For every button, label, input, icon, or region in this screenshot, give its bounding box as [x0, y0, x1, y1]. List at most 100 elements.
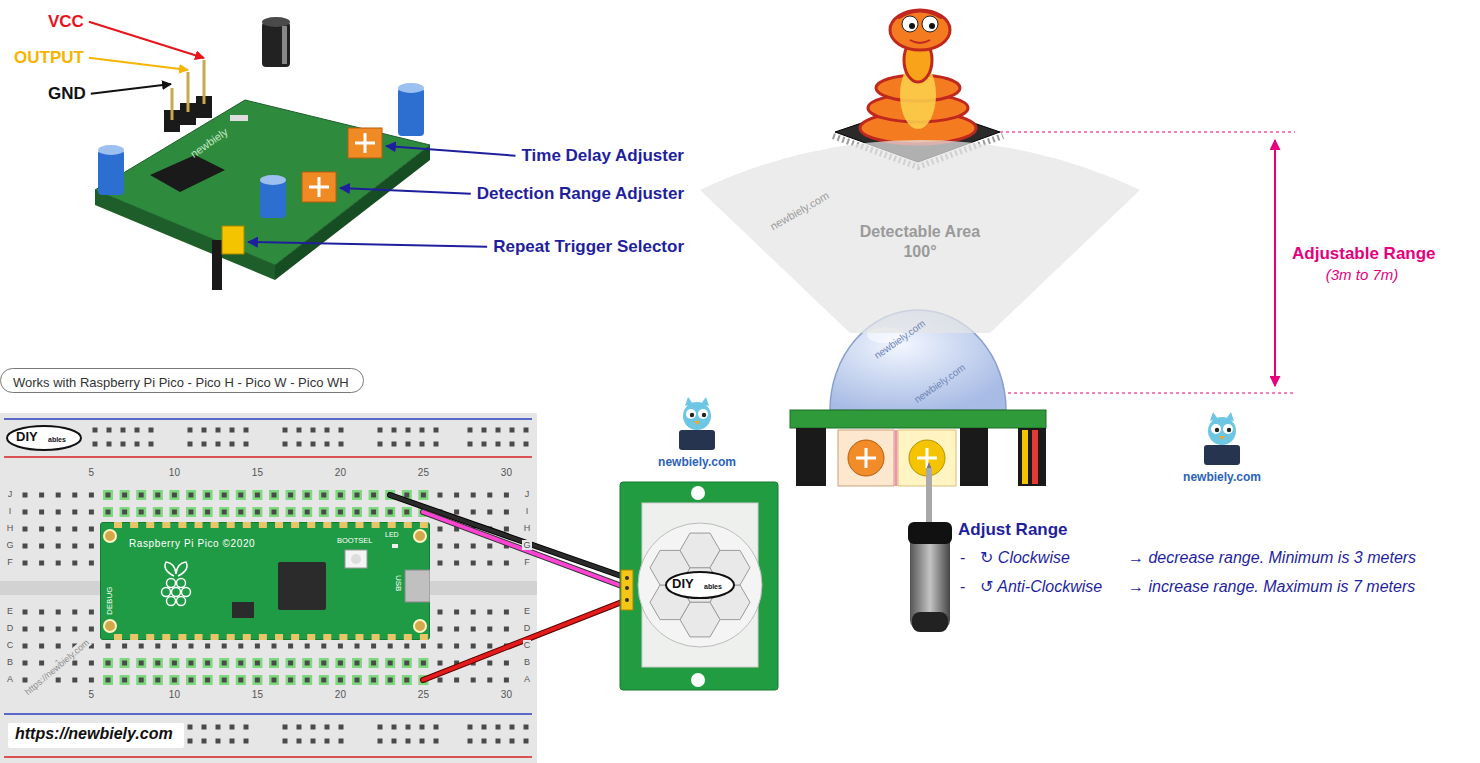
- port-label: USB: [394, 575, 403, 591]
- column-number: 15: [252, 467, 263, 479]
- detection-fan-shape: [700, 140, 1140, 333]
- hole: [297, 428, 302, 433]
- hole-highlight: [302, 507, 312, 517]
- hole-highlight: [402, 658, 412, 668]
- dimension-value: (3m to 7m): [1326, 266, 1399, 283]
- hole-highlight: [352, 658, 362, 668]
- hole: [482, 739, 487, 744]
- hole: [272, 493, 277, 498]
- hole: [355, 661, 360, 666]
- hole: [172, 644, 177, 649]
- hole-highlight: [319, 507, 329, 517]
- hole: [106, 510, 111, 515]
- url-box: https://newbiely.com: [8, 723, 184, 748]
- hole: [216, 739, 221, 744]
- hole-highlight: [136, 658, 146, 668]
- part-label: Time Delay Adjuster: [521, 146, 684, 166]
- hole-highlight: [335, 507, 345, 517]
- hole: [438, 527, 443, 532]
- hole: [406, 442, 411, 447]
- pir-sensor-bottom: [621, 570, 633, 610]
- column-number: 30: [501, 689, 512, 701]
- hole: [283, 428, 288, 433]
- row-letter: D: [523, 623, 532, 633]
- hole: [321, 493, 326, 498]
- hole: [283, 442, 288, 447]
- hole: [39, 661, 44, 666]
- hole: [355, 493, 360, 498]
- micropython-logo: [902, 16, 918, 32]
- pir-module-photo: [212, 240, 222, 290]
- bullet: -: [960, 578, 965, 596]
- hole: [216, 725, 221, 730]
- pir-module-photo: [348, 128, 382, 158]
- hole: [244, 428, 249, 433]
- hole: [23, 644, 28, 649]
- hole: [338, 661, 343, 666]
- hole: [272, 644, 277, 649]
- hole: [288, 510, 293, 515]
- hole: [39, 644, 44, 649]
- hole: [202, 442, 207, 447]
- hole: [230, 428, 235, 433]
- pin-pad: [195, 522, 203, 528]
- pir-sensor-side: [1022, 430, 1028, 484]
- hole-highlight: [236, 658, 246, 668]
- raspberry-logo: [162, 588, 171, 597]
- rail-line: [4, 756, 532, 758]
- hole-highlight: [402, 507, 412, 517]
- hole: [23, 493, 28, 498]
- hole-highlight: [236, 490, 246, 500]
- pin-pad: [243, 522, 251, 528]
- hole: [39, 561, 44, 566]
- hole: [378, 739, 383, 744]
- pir-sensor-side: [790, 310, 1046, 486]
- hole: [188, 428, 193, 433]
- hole-highlight: [319, 658, 329, 668]
- instruction-text: → increase range. Maximum is 7 meters: [1128, 578, 1415, 596]
- hole: [189, 510, 194, 515]
- pir-module-photo: [230, 115, 248, 121]
- pir-module-photo: [98, 150, 124, 195]
- hole: [504, 561, 509, 566]
- hole-highlight: [186, 490, 196, 500]
- pin-pad: [356, 634, 364, 640]
- hole: [255, 510, 260, 515]
- hole: [222, 510, 227, 515]
- hole: [311, 739, 316, 744]
- hole: [325, 725, 330, 730]
- hole-highlight: [219, 675, 229, 685]
- pin-pad: [146, 522, 154, 528]
- hole: [355, 510, 360, 515]
- pin-pad: [259, 522, 267, 528]
- screwdriver: [908, 462, 952, 632]
- pin-pad: [211, 522, 219, 528]
- hole: [496, 725, 501, 730]
- mounting-hole: [414, 620, 426, 632]
- hole: [388, 644, 393, 649]
- hole: [496, 428, 501, 433]
- hole: [39, 627, 44, 632]
- hole: [72, 493, 77, 498]
- raspberry-logo: [167, 579, 176, 588]
- pir-module-photo: [150, 155, 225, 192]
- leader-arrow: [386, 146, 515, 156]
- hole: [438, 661, 443, 666]
- row-letter: F: [6, 557, 14, 567]
- jumper-wires: [423, 600, 627, 680]
- hole: [482, 725, 487, 730]
- pir-sensor-bottom: [691, 486, 705, 500]
- hole: [406, 739, 411, 744]
- pir-sensor-side: [1032, 430, 1038, 484]
- raspberry-logo: [167, 597, 176, 606]
- column-number: 20: [335, 689, 346, 701]
- hole: [420, 428, 425, 433]
- hole: [504, 527, 509, 532]
- row-letter: A: [6, 674, 14, 684]
- hole: [378, 428, 383, 433]
- hole: [471, 678, 476, 683]
- pin-label: GND: [48, 84, 86, 104]
- hole: [297, 739, 302, 744]
- pir-module-photo: [309, 177, 329, 197]
- micropython-logo: [922, 16, 938, 32]
